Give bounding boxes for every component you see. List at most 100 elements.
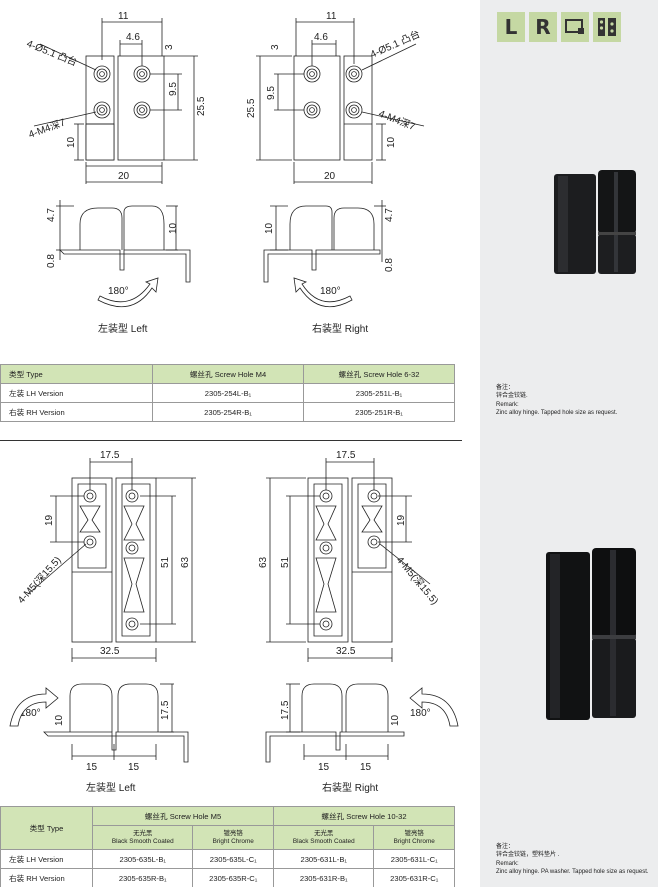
dim-17-5-left: 17.5	[100, 450, 120, 461]
bottom-technical-drawing: 17.5 19 51 63 32.5 4-M5(深15.5) 17.5 19 5…	[9, 450, 459, 773]
remark2-title: 备注：	[496, 844, 515, 850]
dim-25-5-right: 25.5	[246, 98, 257, 118]
table1-row2-type: 右装 RH Version	[0, 402, 153, 422]
side-panel	[480, 0, 658, 887]
drawing-area	[0, 0, 480, 887]
sub3-en: Black Smooth Coated	[292, 837, 355, 845]
table1-row1-632: 2305-251L-B₁	[303, 383, 455, 403]
remark1-en-title: Remark:	[496, 401, 519, 408]
dim-11-right: 11	[326, 11, 337, 22]
remark2-en-title: Remark:	[496, 860, 519, 867]
dim-10-side-right: 10	[264, 222, 275, 234]
dim-3-left: 3	[164, 44, 175, 50]
table2-row2-type: 右装 RH Version	[0, 868, 93, 887]
rotation-arrow-bottom-right	[409, 687, 459, 727]
hinge-photo-large	[546, 548, 636, 720]
dim-17-5-right: 17.5	[336, 450, 356, 461]
table1-row2-m4: 2305-254R-B₁	[152, 402, 304, 422]
rotation-label-bottom-left: 180°	[20, 708, 41, 719]
table2-row2-c3: 2305-631R-B₁	[272, 868, 375, 887]
dim-20-left: 20	[118, 171, 130, 182]
remark2-en: Zinc alloy hinge. PA washer. Tapped hole…	[496, 869, 649, 876]
remark1-cn: 锌合金铰链.	[496, 393, 528, 400]
dim-0-8-left: 0.8	[46, 254, 57, 268]
remark2-cn: 锌合金铰链，塑料垫片 .	[496, 852, 560, 859]
dim-4-6-left: 4.6	[126, 32, 140, 43]
table2-header-m5: 螺丝孔 Screw Hole M5	[92, 806, 274, 826]
dim-10-bottom-left: 10	[54, 714, 65, 726]
dim-4-7-right: 4.7	[384, 208, 395, 222]
table-row: 左装 LH Version 2305-635L-B₁ 2305-635L-C₁ …	[0, 849, 455, 869]
table1-header-type: 类型 Type	[0, 364, 153, 384]
dim-11-left: 11	[118, 11, 129, 22]
rotation-label-right: 180°	[320, 286, 341, 297]
table2-row1-type: 左装 LH Version	[0, 849, 93, 869]
hinge-photo-small	[554, 170, 636, 274]
sub1-en: Black Smooth Coated	[111, 837, 174, 845]
remark-2: 备注： 锌合金铰链，塑料垫片 . Remark: Zinc alloy hing…	[496, 843, 656, 877]
table2-header-row: 类型 Type 螺丝孔 Screw Hole M5 螺丝孔 Screw Hole…	[0, 806, 456, 850]
left-version-icon: L	[497, 12, 525, 42]
spec-table-1: 类型 Type 螺丝孔 Screw Hole M4 螺丝孔 Screw Hole…	[0, 364, 455, 422]
table2-header-type: 类型 Type	[0, 806, 93, 850]
dim-9-5-right: 9.5	[266, 86, 277, 100]
rotation-label-bottom-right: 180°	[410, 708, 431, 719]
dim-9-5-left: 9.5	[168, 82, 179, 96]
sub2-cn: 镀亮铬	[223, 829, 243, 837]
thread-label-right: 4-M4深7	[377, 108, 417, 134]
remark-1: 备注： 锌合金铰链. Remark: Zinc alloy hinge. Tap…	[496, 384, 656, 418]
dim-51-right: 51	[280, 556, 291, 568]
thread-label-left: 4-M4深7	[27, 116, 68, 141]
sub1-cn: 无光黑	[133, 829, 153, 837]
table2-row2-c4: 2305-631R-C₁	[373, 868, 455, 887]
sub4-en: Bright Chrome	[393, 837, 435, 845]
table-row: 右装 RH Version 2305-254R-B₁ 2305-251R-B₁	[0, 402, 455, 422]
thread-m5-left: 4-M5(深15.5)	[15, 554, 63, 606]
right-icon-label: R	[535, 15, 551, 39]
left-icon-label: L	[504, 15, 518, 39]
dim-32-5-right: 32.5	[336, 646, 356, 657]
sub4-cn: 镀亮铬	[404, 829, 424, 837]
table1-header-632: 螺丝孔 Screw Hole 6-32	[303, 364, 455, 384]
caption-bottom-left: 左装型 Left	[86, 783, 136, 794]
table2-row1-c4: 2305-631L-C₁	[373, 849, 455, 869]
table-row: 右装 RH Version 2305-635R-B₁ 2305-635R-C₁ …	[0, 868, 455, 887]
thread-m5-right: 4-M5(深15.5)	[394, 554, 441, 607]
table1-row2-632: 2305-251R-B₁	[303, 402, 455, 422]
dim-4-7-left: 4.7	[46, 208, 57, 222]
table2-row2-c1: 2305-635R-B₁	[91, 868, 194, 887]
top-technical-drawing: 11 4.6 3 9.5 25.5 10 20 4-Ø5.1 凸台 4-M4深7…	[25, 11, 425, 308]
dim-10-left: 10	[66, 136, 77, 148]
dim-25-5-left: 25.5	[196, 96, 207, 116]
dim-15-left-a: 15	[86, 762, 98, 773]
table1-header-m4: 螺丝孔 Screw Hole M4	[152, 364, 304, 384]
remark1-en: Zinc alloy hinge. Tapped hole size as re…	[496, 410, 618, 417]
rotation-arrow-left	[97, 277, 159, 308]
rotation-arrow-bottom-left	[9, 687, 59, 727]
dim-19-left: 19	[44, 514, 55, 526]
dim-15-left-b: 15	[128, 762, 140, 773]
table2-row1-c3: 2305-631L-B₁	[272, 849, 375, 869]
rotation-arrow-right	[293, 277, 353, 308]
dim-17-5-side-left: 17.5	[160, 700, 171, 720]
table1-row1-m4: 2305-254L-B₁	[152, 383, 304, 403]
table2-row1-c2: 2305-635L-C₁	[192, 849, 274, 869]
table2-row1-c1: 2305-635L-B₁	[91, 849, 194, 869]
dim-4-6-right: 4.6	[314, 32, 328, 43]
dim-10-bottom-right: 10	[390, 714, 401, 726]
dim-63-right: 63	[258, 556, 269, 568]
dim-10-right: 10	[386, 136, 397, 148]
table2-header-1032: 螺丝孔 Screw Hole 10-32	[272, 806, 456, 826]
screen-icon	[561, 12, 589, 42]
section-divider	[0, 440, 462, 442]
spec-table-2: 类型 Type 螺丝孔 Screw Hole M5 螺丝孔 Screw Hole…	[0, 806, 456, 887]
holes-icon	[593, 12, 621, 42]
dim-3-right: 3	[270, 44, 281, 50]
boss-label-right: 4-Ø5.1 凸台	[368, 27, 422, 61]
dim-15-right-a: 15	[318, 762, 330, 773]
rotation-label-left: 180°	[108, 286, 129, 297]
